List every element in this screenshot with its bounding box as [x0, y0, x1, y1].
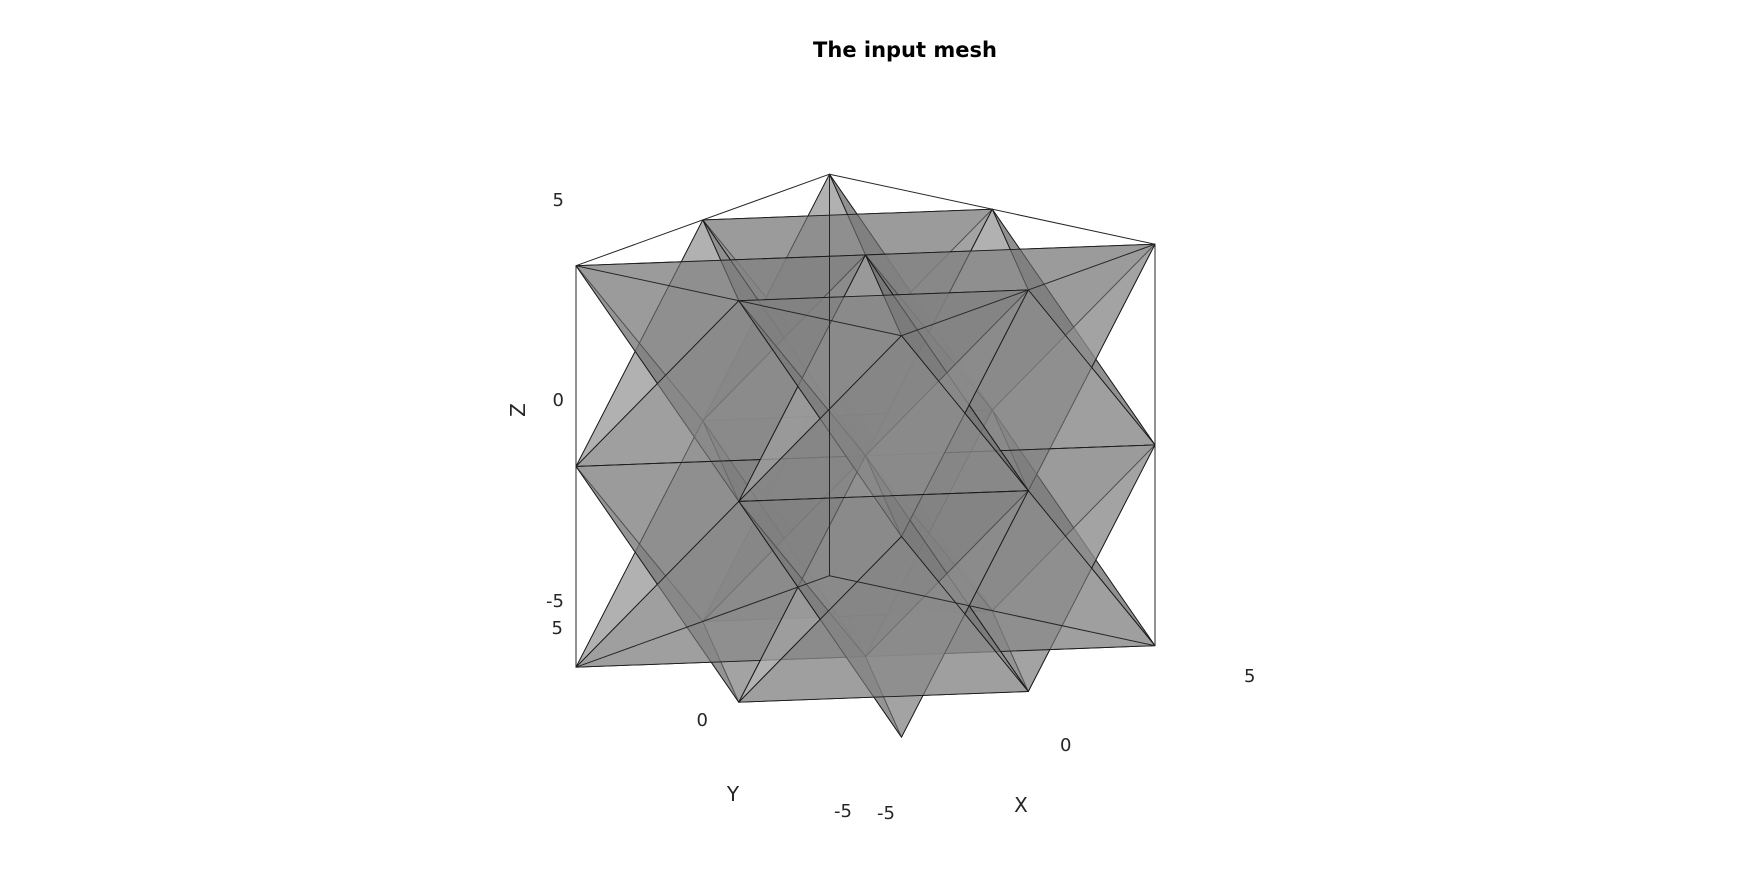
- x-axis-label: X: [1014, 793, 1028, 817]
- box-edge: [901, 243, 1156, 337]
- box-edge: [829, 575, 1156, 647]
- x-tick-5: 5: [1244, 666, 1255, 687]
- z-tick-5: 5: [553, 190, 564, 211]
- plot-title: The input mesh: [813, 38, 997, 62]
- y-axis-label: Y: [726, 782, 740, 806]
- z-tick-0: 0: [553, 390, 564, 411]
- box-edge: [575, 173, 830, 267]
- axes-box: [575, 173, 1156, 668]
- box-edge: [575, 265, 902, 337]
- x-tick-neg5: -5: [877, 803, 895, 824]
- y-tick-0: 0: [697, 710, 708, 731]
- y-tick-5: 5: [552, 618, 563, 639]
- z-axis-label: Z: [506, 403, 530, 417]
- mesh-face: [738, 536, 1029, 703]
- box-edge: [829, 173, 1156, 245]
- box-edge: [575, 575, 830, 668]
- y-tick-neg5: -5: [834, 801, 852, 822]
- mesh-surface: [575, 173, 1156, 738]
- z-tick-neg5: -5: [546, 591, 564, 612]
- x-tick-0: 0: [1060, 735, 1071, 756]
